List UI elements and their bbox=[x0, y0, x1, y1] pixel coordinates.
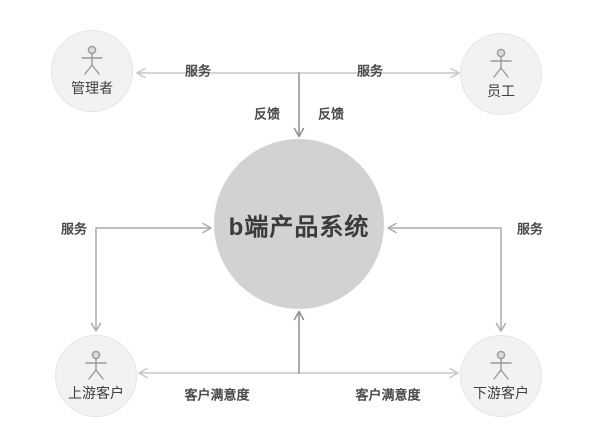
actor-label-manager: 管理者 bbox=[71, 79, 113, 96]
connector-satisfaction-up bbox=[293, 310, 305, 374]
edge-label-service-middle-left: 服务 bbox=[60, 221, 88, 237]
actor-label-downstream-customer: 下游客户 bbox=[473, 384, 529, 401]
actor-label-employee: 员工 bbox=[487, 82, 515, 99]
system-node: b端产品系统 bbox=[214, 139, 384, 309]
arrowhead-left-icon bbox=[387, 222, 397, 234]
edge-label-service-top-left: 服务 bbox=[184, 63, 212, 79]
stick-figure-person-icon bbox=[81, 45, 103, 75]
edge-label-satisfaction-bottom-right: 客户满意度 bbox=[355, 387, 421, 403]
actor-node-employee: 员工 bbox=[460, 33, 542, 115]
actor-node-manager: 管理者 bbox=[51, 30, 133, 112]
actor-label-upstream-customer: 上游客户 bbox=[68, 384, 124, 401]
edge-label-service-middle-right: 服务 bbox=[516, 221, 544, 237]
arrowhead-left-icon bbox=[138, 367, 148, 379]
edge-label-satisfaction-bottom-left: 客户满意度 bbox=[184, 387, 250, 403]
arrowhead-down-icon bbox=[90, 322, 102, 332]
arrowhead-right-icon bbox=[450, 67, 460, 79]
actor-node-upstream-customer: 上游客户 bbox=[55, 335, 137, 417]
arrowhead-down-icon bbox=[293, 127, 305, 138]
connector-feedback bbox=[293, 72, 305, 138]
system-node-label: b端产品系统 bbox=[228, 213, 370, 241]
arrowhead-left-icon bbox=[136, 67, 146, 79]
edge-label-feedback-left: 反馈 bbox=[253, 106, 281, 122]
arrowhead-up-icon bbox=[293, 310, 305, 321]
arrowhead-down-icon bbox=[495, 322, 507, 332]
stick-figure-person-icon bbox=[490, 350, 512, 380]
stick-figure-person-icon bbox=[85, 350, 107, 380]
connector-top-service bbox=[136, 67, 460, 79]
arrowhead-right-icon bbox=[202, 222, 212, 234]
connector-left-service bbox=[90, 222, 212, 332]
arrowhead-right-icon bbox=[449, 367, 459, 379]
edge-label-feedback-right: 反馈 bbox=[317, 106, 345, 122]
edge-label-service-top-right: 服务 bbox=[356, 63, 384, 79]
actor-node-downstream-customer: 下游客户 bbox=[460, 335, 542, 417]
stick-figure-person-icon bbox=[490, 48, 512, 78]
connector-right-service bbox=[387, 222, 507, 332]
